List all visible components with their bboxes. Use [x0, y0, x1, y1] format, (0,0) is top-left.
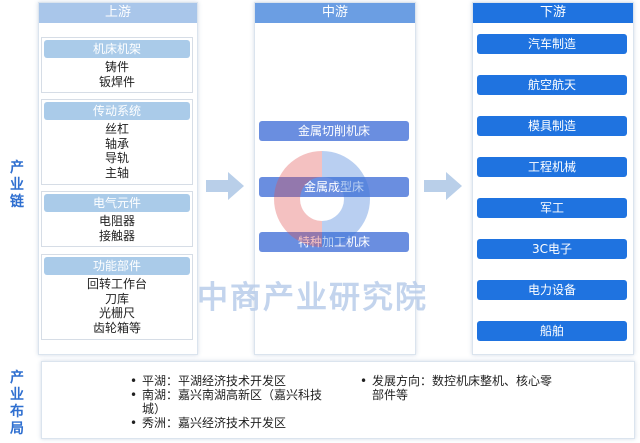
upstream-group-electrical: 电气元件 电阻器 接触器 — [41, 191, 193, 247]
watermark-logo-icon — [274, 151, 370, 247]
side-label-chain: 产业链 — [10, 160, 24, 210]
upstream-group-transmission: 传动系统 丝杠 轴承 导轨 主轴 — [41, 99, 193, 185]
flow-arrow-icon — [424, 172, 462, 200]
group-item: 电阻器 — [98, 214, 135, 228]
watermark-text: 中商产业研究院 — [197, 280, 428, 316]
downstream-panel: 下游 汽车制造 航空航天 模具制造 工程机械 军工 3C电子 电力设备 船舶 — [472, 2, 634, 355]
downstream-item: 电力设备 — [477, 280, 627, 300]
upstream-group-frame: 机床机架 铸件 钣焊件 — [41, 37, 193, 93]
layout-list-left: 平湖：平湖经济技术开发区 南湖：嘉兴南湖高新区（嘉兴科技城） 秀洲：嘉兴经济技术… — [130, 374, 340, 430]
midstream-item-forming: 金属成型床 — [259, 177, 409, 197]
group-item: 齿轮箱等 — [92, 320, 141, 335]
group-title-frame: 机床机架 — [44, 40, 190, 58]
midstream-item-cutting: 金属切削机床 — [259, 121, 409, 141]
downstream-title: 下游 — [473, 3, 633, 23]
upstream-title: 上游 — [39, 3, 197, 23]
group-item: 导轨 — [104, 151, 129, 165]
flow-arrow-icon — [206, 172, 244, 200]
group-item: 铸件 — [104, 60, 129, 74]
downstream-item: 3C电子 — [477, 239, 627, 259]
group-item: 轴承 — [104, 136, 129, 151]
group-item: 接触器 — [98, 228, 135, 243]
layout-item: 南湖：嘉兴南湖高新区（嘉兴科技城） — [130, 388, 340, 416]
group-item: 丝杠 — [104, 122, 129, 136]
group-title-transmission: 传动系统 — [44, 102, 190, 120]
group-title-functional: 功能部件 — [44, 257, 190, 275]
downstream-item: 工程机械 — [477, 157, 627, 177]
group-item: 钣焊件 — [98, 74, 135, 89]
downstream-item: 船舶 — [477, 321, 627, 341]
layout-item: 平湖：平湖经济技术开发区 — [130, 374, 340, 388]
upstream-panel: 上游 机床机架 铸件 钣焊件 传动系统 丝杠 轴承 导轨 主轴 电气元件 电阻器… — [38, 2, 198, 355]
group-item: 主轴 — [104, 165, 129, 180]
midstream-title: 中游 — [255, 3, 415, 23]
midstream-item-special: 特种加工机床 — [259, 232, 409, 252]
layout-item: 秀洲：嘉兴经济技术开发区 — [130, 416, 340, 430]
side-label-layout: 产业布局 — [10, 370, 24, 437]
downstream-item: 模具制造 — [477, 116, 627, 136]
layout-item: 发展方向：数控机床整机、核心零部件等 — [360, 374, 560, 402]
group-item: 光栅尺 — [98, 306, 135, 320]
upstream-group-functional: 功能部件 回转工作台 刀库 光栅尺 齿轮箱等 — [41, 254, 193, 340]
downstream-item: 航空航天 — [477, 75, 627, 95]
downstream-item: 汽车制造 — [477, 34, 627, 54]
industry-layout-box: 平湖：平湖经济技术开发区 南湖：嘉兴南湖高新区（嘉兴科技城） 秀洲：嘉兴经济技术… — [41, 361, 635, 439]
group-item: 刀库 — [104, 291, 129, 306]
group-item: 回转工作台 — [86, 277, 147, 291]
layout-list-right: 发展方向：数控机床整机、核心零部件等 — [360, 374, 560, 402]
downstream-item: 军工 — [477, 198, 627, 218]
group-title-electrical: 电气元件 — [44, 194, 190, 212]
midstream-panel: 中游 金属切削机床 金属成型床 特种加工机床 — [254, 2, 416, 355]
